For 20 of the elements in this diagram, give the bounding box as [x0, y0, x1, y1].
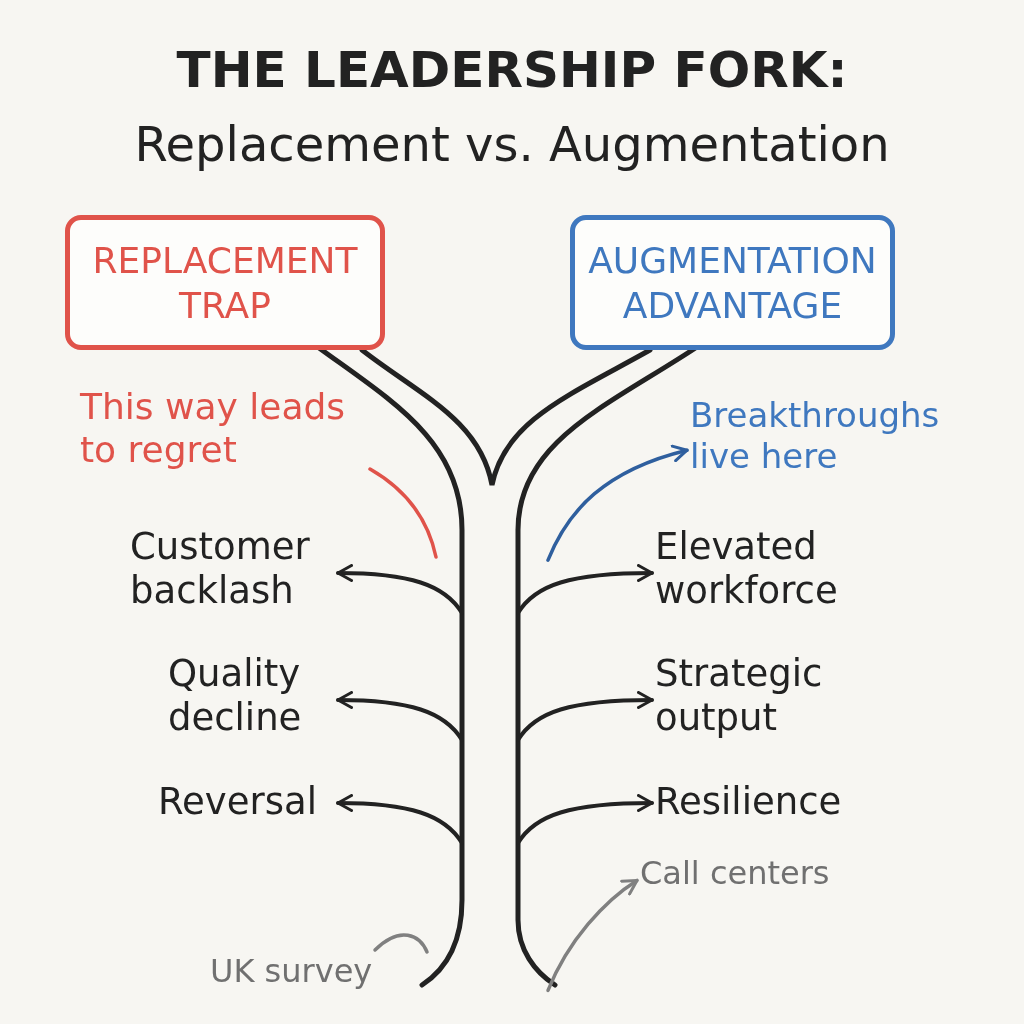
curved-arrow — [546, 878, 639, 993]
curved-arrow — [546, 445, 689, 562]
diagram-title: THE LEADERSHIP FORK: — [175, 40, 849, 100]
encouragement-note: Breakthroughs live here — [690, 395, 980, 487]
outcome-label: Reversal — [158, 780, 335, 826]
advantage-box — [570, 215, 895, 350]
outcome-label: Resilience — [655, 780, 865, 826]
outcome-label: Customer backlash — [130, 525, 335, 617]
warning-note: This way leads to regret — [80, 385, 370, 477]
box-label: REPLACEMENT TRAP — [91, 238, 359, 328]
outcome-label: Quality decline — [168, 652, 335, 744]
box-label: AUGMENTATION ADVANTAGE — [587, 238, 878, 328]
trap-box — [65, 215, 385, 350]
outcome-label: Strategic output — [655, 652, 865, 744]
diagram-subtitle: Replacement vs. Augmentation — [133, 116, 891, 174]
example-note: Call centers — [640, 854, 865, 898]
curved-line — [373, 933, 429, 954]
outcome-label: Elevated workforce — [655, 525, 875, 617]
example-note: UK survey — [210, 952, 380, 996]
curved-line — [368, 467, 438, 559]
